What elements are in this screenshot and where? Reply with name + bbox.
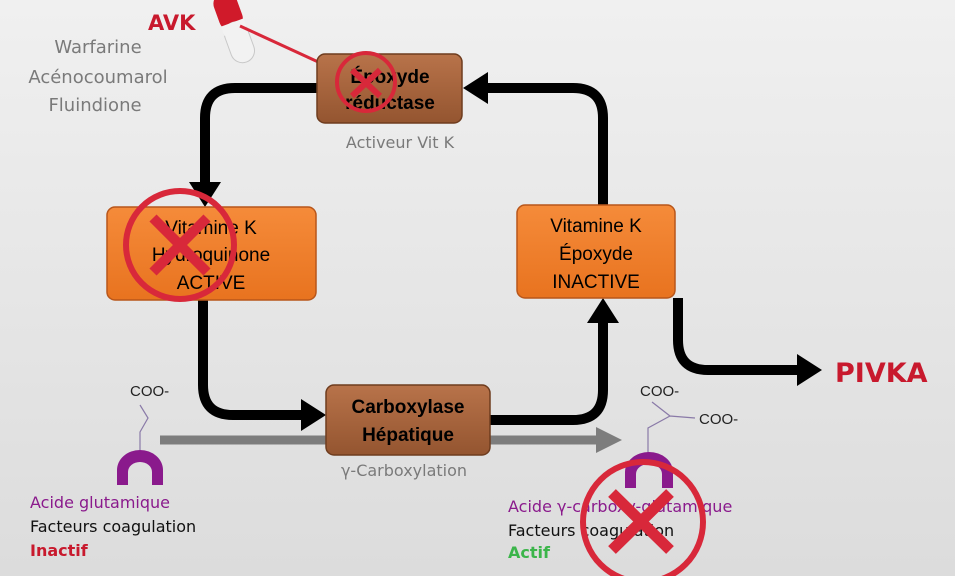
box-line: réductase [345,93,435,114]
active-label: Actif [508,543,551,562]
arrow-carboxylase-to-epoxide [490,320,608,425]
box-line: ACTIVE [177,273,246,294]
carboxyl-group: COO- [130,383,169,400]
avk-label: AVK [148,11,196,35]
carboxylase-box: Carboxylase Hépatique [325,384,491,456]
vitk-epoxide-box: Vitamine K Époxyde INACTIVE [516,204,676,299]
left-acid-label: Acide glutamique [30,493,170,512]
arrow-hydroquinone-to-carboxylase [198,300,305,420]
bond-line [139,404,149,450]
carboxylation-caption: γ-Carboxylation [341,461,467,480]
box-line: INACTIVE [552,272,640,293]
arrowhead-up [587,298,619,323]
arrow-to-pivka [673,298,800,375]
bond-line [647,401,696,453]
drug-warfarine: Warfarine [54,37,141,58]
carboxyl-group: COO- [640,383,679,400]
arrowhead-right [301,399,326,431]
box-line: Vitamine K [550,216,642,237]
arrowhead-pivka [797,354,822,386]
drug-acenocoumarol: Acénocoumarol [28,67,167,88]
inactive-label: Inactif [30,541,89,560]
reductase-caption: Activeur Vit K [346,133,455,152]
arrowhead-left [463,72,488,104]
carboxyl-group: COO- [699,411,738,428]
left-factors-label: Facteurs coagulation [30,517,196,536]
box-line: Hépatique [362,425,454,446]
box-line: Carboxylase [351,397,464,418]
blocked-x-icon [580,459,706,576]
cycle-arrows [198,83,800,425]
arrow-epoxide-to-reductase [485,83,608,205]
drug-fluindione: Fluindione [48,95,141,116]
blocked-x-icon [123,188,237,302]
box-line: Époxyde [559,244,633,265]
blocked-x-icon [335,51,397,113]
pivka-label: PIVKA [835,358,928,389]
box-line: Vitamine K [165,218,257,239]
carboxylation-arrowhead [596,427,622,453]
glutamate-residue-icon [117,450,163,485]
arrow-reductase-to-hydroquinone [200,83,317,185]
pill-icon [213,0,256,64]
epoxide-reductase-box: Époxyde réductase [316,53,463,124]
